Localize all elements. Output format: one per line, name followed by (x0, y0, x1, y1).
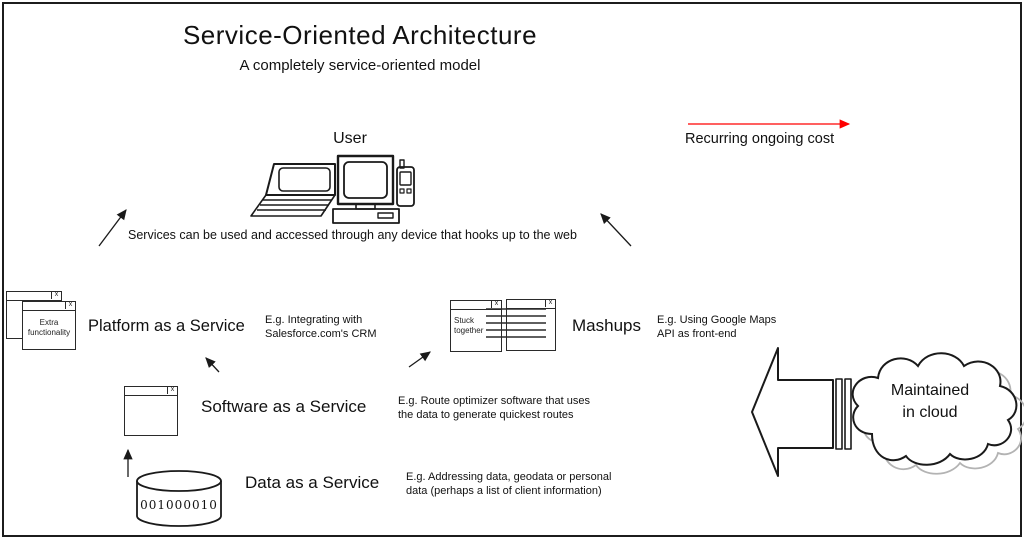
big-left-arrow-icon (751, 347, 852, 477)
window-titlebar: x (23, 301, 75, 311)
window-titlebar: x (7, 291, 61, 301)
arrow-right-to-user (600, 213, 632, 247)
extra-functionality-text: Extra functionality (27, 318, 71, 337)
stuck-together-text: Stuck together (454, 316, 484, 335)
window-titlebar: x (451, 300, 501, 310)
window-close-icon: x (545, 299, 555, 307)
page-subtitle: A completely service-oriented model (239, 57, 481, 74)
desktop-icon (332, 154, 400, 224)
user-devices-icon (250, 154, 415, 224)
mashup-stitch-lines (486, 308, 546, 338)
arrow-left-to-user (98, 209, 127, 247)
cloud-outline (851, 352, 1018, 466)
cloud-label: Maintained in cloud (890, 382, 970, 421)
mashup-window-right: x (506, 299, 556, 351)
daas-label: Data as a Service (245, 473, 380, 492)
mashups-example: E.g. Using Google Maps API as front-end (657, 314, 777, 341)
database-icon (136, 470, 222, 527)
arrow-saas-to-paas (205, 357, 220, 373)
window-close-icon: x (167, 386, 177, 394)
mashups-label: Mashups (572, 316, 641, 335)
window-titlebar: x (125, 386, 177, 396)
web-access-caption: Services can be used and accessed throug… (128, 228, 577, 242)
page-title: Service-Oriented Architecture (182, 20, 538, 50)
window-close-icon: x (51, 291, 61, 299)
saas-window: x (124, 386, 178, 436)
paas-example: E.g. Integrating with Salesforce.com's C… (265, 314, 377, 341)
laptop-icon (250, 163, 336, 217)
paas-window-front: x Extra functionality (22, 301, 76, 350)
cloud-group (751, 347, 1024, 477)
database-binary-text: 001000010 (140, 498, 218, 512)
mobile-phone-icon (396, 159, 415, 207)
window-close-icon: x (491, 300, 501, 308)
user-label: User (333, 130, 367, 147)
daas-example: E.g. Addressing data, geodata or persona… (406, 471, 612, 498)
saas-example: E.g. Route optimizer software that uses … (398, 395, 590, 422)
cloud-icon (851, 352, 1024, 475)
arrow-to-mashups (408, 351, 431, 368)
window-close-icon: x (65, 301, 75, 309)
recurring-cost-label: Recurring ongoing cost (685, 131, 835, 147)
paas-label: Platform as a Service (88, 317, 245, 335)
saas-label: Software as a Service (201, 397, 367, 416)
